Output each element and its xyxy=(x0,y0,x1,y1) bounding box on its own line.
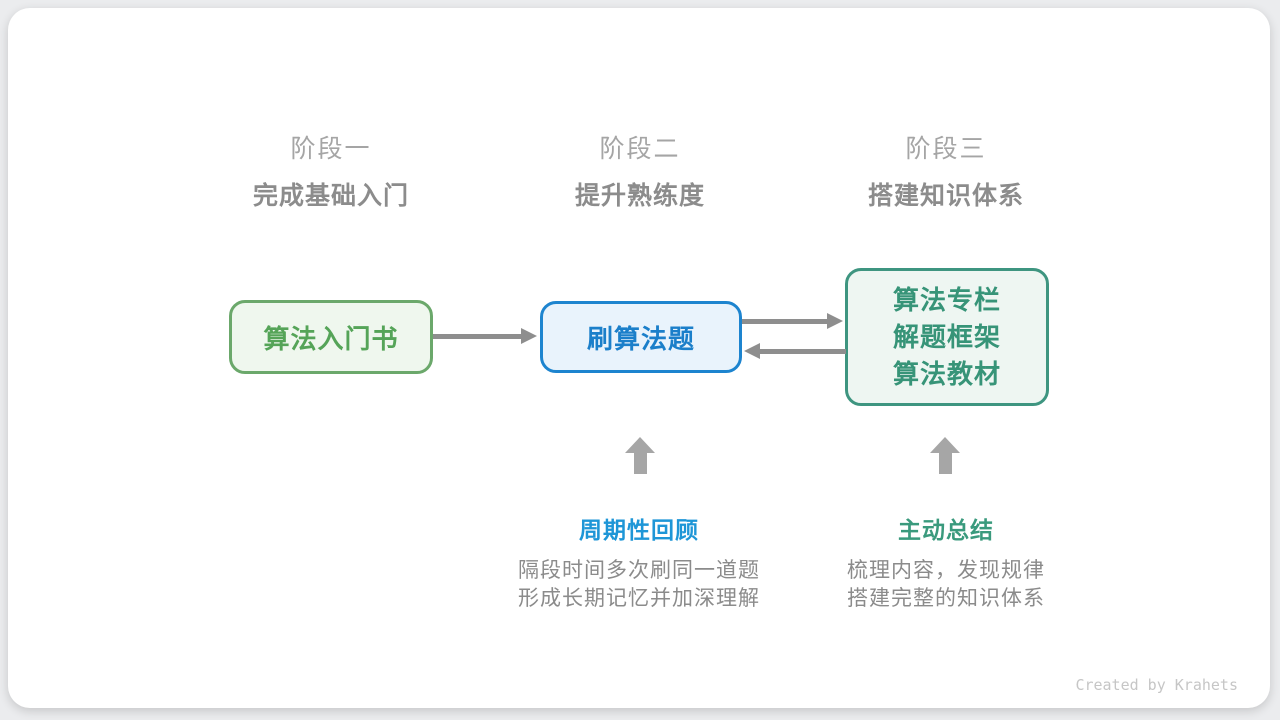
node-intro-book: 算法入门书 xyxy=(229,300,433,374)
annotation-desc-line: 搭建完整的知识体系 xyxy=(847,587,1045,610)
node-resource-line-3: 算法教材 xyxy=(892,358,1001,389)
annotation-desc-line: 梳理内容，发现规律 xyxy=(847,559,1045,582)
credit-text: Created by Krahets xyxy=(1075,676,1238,694)
node-knowledge-resources: 算法专栏 解题框架 算法教材 xyxy=(845,268,1049,406)
annotation-periodic-review-title: 周期性回顾 xyxy=(579,517,699,543)
arrow-up-stem xyxy=(938,453,952,474)
annotation-active-summary-title: 主动总结 xyxy=(898,517,994,543)
stage-2-subtitle: 提升熟练度 xyxy=(574,182,705,210)
node-practice-problems-label: 刷算法题 xyxy=(586,323,695,354)
annotation-periodic-review-desc: 隔段时间多次刷同一道题 形成长期记忆并加深理解 xyxy=(459,557,819,613)
stage-1-label: 阶段一 xyxy=(290,135,372,163)
stage-3-label: 阶段三 xyxy=(905,135,987,163)
annotation-desc-line: 形成长期记忆并加深理解 xyxy=(518,587,760,610)
stage-3-subtitle: 搭建知识体系 xyxy=(867,182,1024,210)
arrow-up-head-icon xyxy=(625,437,655,453)
stage-2-label: 阶段二 xyxy=(599,135,681,163)
arrow-left-icon xyxy=(760,349,846,354)
annotation-active-summary-desc: 梳理内容，发现规律 搭建完整的知识体系 xyxy=(766,557,1126,613)
arrow-up-stem xyxy=(633,453,647,474)
node-resource-line-2: 解题框架 xyxy=(892,321,1001,352)
arrow-up-head-icon xyxy=(930,437,960,453)
arrow-right-icon xyxy=(433,334,522,339)
arrow-right-head-icon xyxy=(521,328,537,344)
arrow-left-head-icon xyxy=(744,343,760,359)
node-intro-book-label: 算法入门书 xyxy=(263,323,399,354)
annotation-desc-line: 隔段时间多次刷同一道题 xyxy=(518,559,760,582)
node-practice-problems: 刷算法题 xyxy=(540,301,742,373)
node-resource-line-1: 算法专栏 xyxy=(892,284,1001,315)
arrow-up-icon xyxy=(930,437,960,474)
arrow-up-icon xyxy=(625,437,655,474)
stage-1-subtitle: 完成基础入门 xyxy=(252,182,409,210)
arrow-right-head-icon xyxy=(827,313,843,329)
arrow-right-icon xyxy=(742,319,828,324)
